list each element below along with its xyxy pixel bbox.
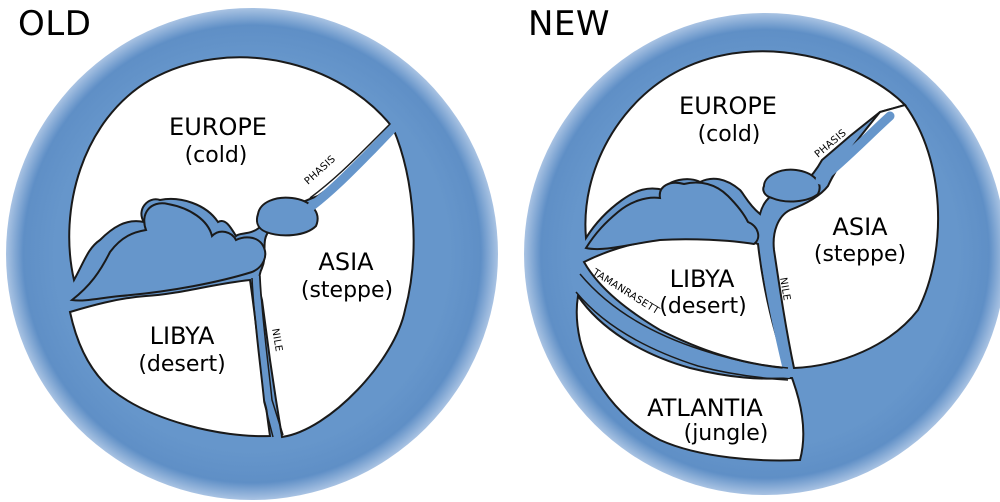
new-map: EUROPE (cold) ASIA (steppe) LIBYA (deser… [524,13,1000,495]
new-europe-land [584,50,907,242]
new-asia-label: ASIA [832,213,888,241]
old-mediterranean [69,202,267,302]
new-europe-label: EUROPE [679,92,777,120]
new-mediterranean [584,181,760,251]
old-nile-river [253,275,281,437]
old-europe-label: EUROPE [169,113,267,141]
old-map-heading: OLD [18,4,92,44]
old-libya-label: LIBYA [150,322,215,350]
new-asia-climate: (steppe) [814,242,906,267]
old-europe-climate: (cold) [185,143,248,168]
new-libya-label: LIBYA [670,265,735,293]
old-phasis-edge [309,123,391,199]
old-libya-land [68,278,272,438]
old-nile-edge [251,275,284,438]
new-tamanrasett-river [574,279,791,378]
old-phasis-river [307,123,398,211]
old-nile-label: NILE [269,328,284,353]
old-asia-label: ASIA [318,248,374,276]
old-black-sea [256,196,319,237]
new-phasis-river [815,111,895,185]
new-tamanrasett-edge [575,273,789,381]
old-map: EUROPE (cold) ASIA (steppe) LIBYA (deser… [6,8,498,500]
new-atlantia-label: ATLANTIA [647,394,763,422]
new-libya-climate: (desert) [659,294,746,319]
new-nile-label: NILE [777,277,792,302]
new-nile-river [759,239,789,371]
new-asia-land [772,103,940,370]
old-europe-asia-land [68,56,415,439]
old-libya-climate: (desert) [138,352,225,377]
new-black-sea [762,168,821,203]
new-atlantia-climate: (jungle) [684,421,769,446]
new-atlantia-land [575,293,805,462]
new-europe-climate: (cold) [698,122,761,147]
old-asia-climate: (steppe) [301,278,393,303]
new-map-heading: NEW [528,4,611,44]
